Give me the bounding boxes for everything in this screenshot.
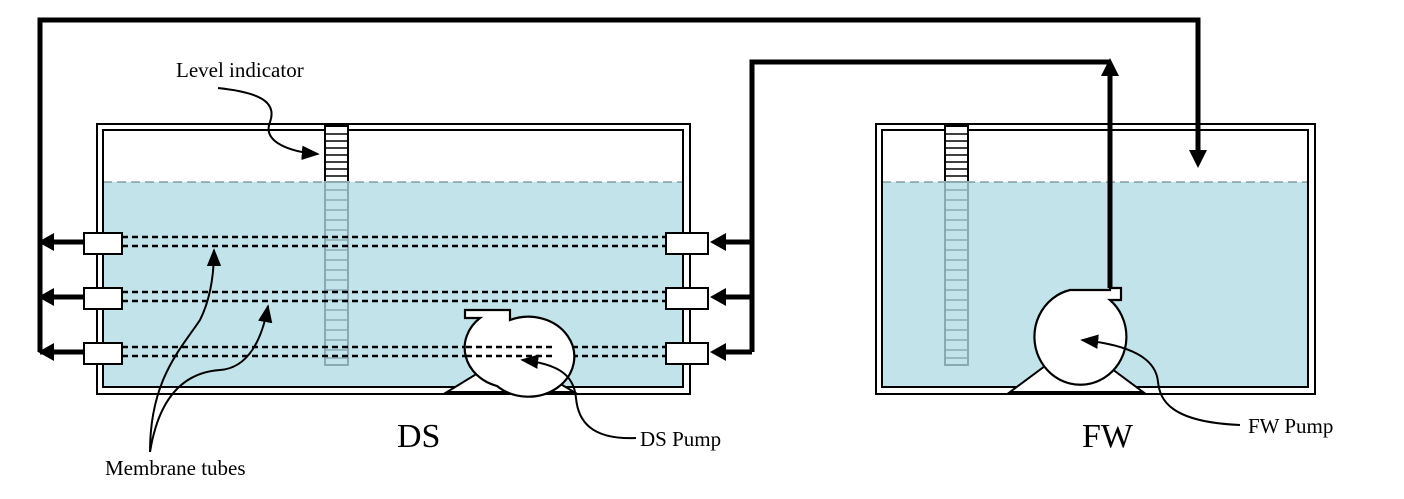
level-indicator-label: Level indicator — [176, 58, 304, 82]
ds-tank-label: DS — [397, 418, 440, 455]
membrane-tubes-label: Membrane tubes — [105, 456, 246, 480]
membrane-leader-1 — [149, 248, 222, 453]
fw-tank-outer-wall — [875, 123, 1316, 395]
ds-level-indicator — [324, 125, 349, 366]
left-connectors — [83, 232, 123, 365]
fw-pump-label: FW Pump — [1248, 414, 1333, 438]
fw-pump-body — [1033, 286, 1128, 386]
fw-level-indicator — [944, 125, 969, 366]
membrane-leader-2 — [149, 304, 273, 453]
fw-pump-outlet-arrow — [1101, 58, 1119, 76]
ds-water — [103, 182, 683, 387]
ds-tank-outer-wall — [96, 123, 691, 395]
ds-pump-leader — [520, 354, 637, 440]
left-outflow-arrows — [38, 233, 54, 361]
connector-left-1 — [83, 232, 123, 255]
right-inflow-arrows — [710, 233, 726, 361]
level-indicator-leader — [217, 87, 320, 161]
ds-tank — [96, 123, 691, 395]
feed-pipe — [724, 59, 1113, 355]
ds-pump-body — [463, 308, 576, 398]
fw-pump-leader — [1080, 334, 1241, 426]
ds-pump-label: DS Pump — [640, 427, 721, 451]
right-connectors — [665, 232, 709, 365]
fw-tank-label: FW — [1082, 418, 1134, 455]
connector-right-1 — [665, 232, 709, 255]
leader-lines — [149, 87, 1241, 453]
ds-pump — [443, 308, 578, 398]
connector-left-2 — [83, 287, 123, 310]
ds-tank-inner-wall — [102, 129, 684, 388]
connector-left-3 — [83, 342, 123, 365]
connector-right-2 — [665, 287, 709, 310]
fw-inlet-arrow — [1189, 150, 1207, 168]
connector-right-3 — [665, 342, 709, 365]
